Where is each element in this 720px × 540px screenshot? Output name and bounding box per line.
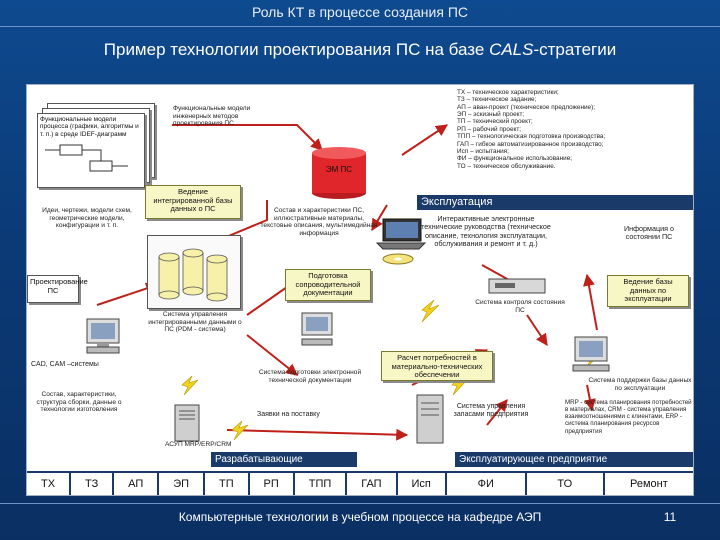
control-system-icon [488, 278, 546, 294]
abbreviations-legend: ТХ – техническое характеристики; ТЗ – те… [457, 89, 689, 170]
idef-diagram-icon [45, 144, 128, 172]
pdm-database-icon [158, 248, 228, 302]
stage-cell: ТХ [27, 473, 71, 495]
heading-suffix: -стратегии [533, 40, 617, 59]
support-computer-icon [572, 336, 610, 372]
enterprise-band: Эксплуатирующее предприятие [455, 452, 693, 467]
stage-cell: Ремонт [630, 478, 668, 490]
laptop-icon [375, 218, 427, 250]
legend-item: ТЗ – техническое задание; [457, 96, 537, 104]
inventory-caption: Система управления запасами предприятия [453, 403, 529, 419]
ps-state-info-caption: Информация о состоянии ПС [623, 224, 674, 242]
cad-cam-caption: CAD, CAM –системы [31, 361, 99, 368]
inventory-server-icon [416, 394, 444, 444]
footer-divider [0, 503, 720, 504]
lightning-icon [421, 299, 440, 323]
mrp-caption: MRP - система планирования потребностей … [565, 399, 692, 435]
func-models-sheet-front: Функциональные модели процесса (графики,… [37, 113, 145, 188]
requests-caption: Заявки на поставку [257, 411, 320, 418]
page-number: 11 [663, 510, 677, 524]
slide-heading: Пример технологии проектирования ПС на б… [0, 40, 720, 64]
em-ps-label: ЭМ ПС [325, 165, 353, 174]
stage-cell: ТЗ [71, 473, 115, 495]
stage-cell: ТПП [295, 473, 348, 495]
composition-caption: Состав и характеристики ПС, иллюстративн… [260, 207, 378, 237]
em-ps-database-icon [312, 147, 366, 199]
lightning-icon [231, 420, 249, 441]
cad-computer-icon [86, 318, 120, 354]
legend-item: РП – рабочий проект; [457, 125, 522, 133]
legend-item: Исп – испытания; [457, 147, 509, 155]
stage-cell: ФИ [447, 473, 527, 495]
asup-server-icon [174, 404, 200, 442]
legend-item: ФИ – функциональное использование; [457, 155, 573, 163]
func-models-caption: Функциональные модели инженерных методов… [173, 105, 251, 128]
legend-item: ТПП – технологическая подготовка произво… [457, 133, 606, 141]
support-db-caption: Система поддержки базы данных по эксплуа… [588, 377, 692, 392]
ietm-caption: Интерактивные электронные технические ру… [421, 214, 551, 248]
developers-band: Разрабатывающие организации [211, 452, 357, 480]
control-system-caption: Система контроля состояния ПС [475, 299, 565, 314]
composition2-caption: Состав, характеристики, структура сборки… [36, 391, 122, 414]
legend-item: ЭП – эскизный проект; [457, 111, 525, 119]
pdm-caption: Система управления интегрированными данн… [148, 311, 242, 334]
func-models-stack-text: Функциональные модели процесса (графики,… [40, 116, 139, 138]
footer-text: Компьютерные технологии в учебном процес… [178, 510, 542, 524]
integrated-db-box: Ведение интегрированной базы данных о ПС [145, 185, 241, 219]
legend-item: АП – аван-проект (техническое предложени… [457, 103, 596, 111]
ideas-caption: Идеи, чертежи, модели схем, геометрическ… [42, 207, 132, 230]
diagram-canvas: Функциональные модели процесса (графики,… [26, 84, 694, 496]
asup-caption: АСУП MRP/ERP/CRM [165, 441, 232, 448]
legend-item: ТП – технический проект; [457, 118, 533, 126]
lightning-icon [181, 375, 199, 396]
etd-computer-icon [301, 312, 333, 346]
etd-caption: Система подготовки электронной техническ… [258, 369, 362, 384]
header-divider [0, 26, 720, 27]
stage-cell: ТП [205, 473, 250, 495]
heading-prefix: Пример технологии проектирования ПС на б… [103, 40, 490, 59]
ps-state-db-box: Ведение базы данных по эксплуатации [607, 275, 689, 307]
header-title: Роль КТ в процессе создания ПС [251, 4, 468, 20]
stage-cell: ГАП [347, 473, 398, 495]
stage-cell: ТО [527, 473, 605, 495]
stage-cell: Исп [398, 473, 447, 495]
stage-cell: РП [250, 473, 295, 495]
stage-cell: ЭП [159, 473, 205, 495]
disc-icon [382, 253, 414, 265]
legend-item: ТХ – техническое характеристики; [457, 89, 559, 96]
lifecycle-stage-bar: ТХ ТЗ АП ЭП ТП РП ТПП ГАП Исп ФИ ТО Ремо… [27, 471, 693, 495]
exploitation-band: Эксплуатация [417, 195, 693, 210]
prep-docs-box: Подготовка сопроводительной документации [285, 269, 371, 301]
legend-item: ГАП – гибкое автоматизированное производ… [457, 140, 604, 148]
stage-cell: АП [114, 473, 160, 495]
design-ps-box: Проектирование ПС [27, 275, 88, 303]
material-needs-box: Расчет потребностей в материально-технич… [381, 351, 493, 381]
heading-cals: CALS [489, 40, 534, 59]
legend-item: ТО – техническое обслуживание. [457, 162, 556, 170]
